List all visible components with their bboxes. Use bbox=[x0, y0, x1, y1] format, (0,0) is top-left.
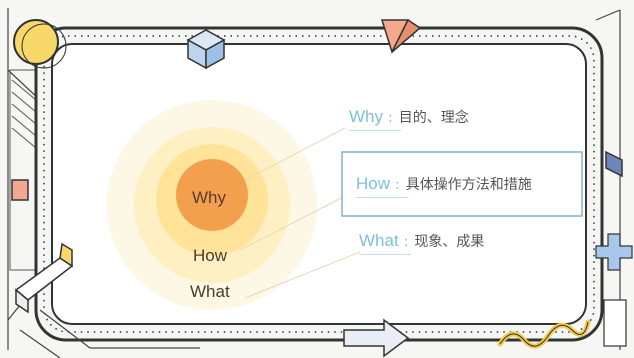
chevron-right-icon bbox=[605, 150, 623, 178]
what-connector-line bbox=[244, 251, 361, 299]
bottom-left-frame bbox=[19, 309, 200, 358]
bar-block-icon bbox=[14, 242, 74, 314]
small-square-icon bbox=[11, 179, 29, 201]
main-panel-dotted-border bbox=[43, 35, 595, 333]
center-how-label: How bbox=[193, 246, 228, 265]
bottom-right-block-icon bbox=[603, 299, 627, 347]
what-row-key: What bbox=[359, 231, 399, 250]
sun-ball-icon bbox=[13, 19, 67, 69]
why-connector-line bbox=[244, 127, 346, 181]
what-row-underline bbox=[359, 254, 411, 255]
why-row-underline bbox=[349, 130, 401, 131]
core-circle bbox=[176, 159, 248, 231]
how-connector-line bbox=[239, 195, 346, 251]
how-row-separator: : bbox=[395, 177, 400, 193]
why-row: Why: 目的、理念 bbox=[349, 107, 469, 127]
how-row-key: How bbox=[356, 174, 391, 193]
left-hatched-panel bbox=[9, 69, 39, 271]
why-row-key: Why bbox=[349, 107, 383, 126]
why-row-separator: : bbox=[388, 110, 393, 126]
how-row-underline bbox=[356, 197, 408, 198]
cube-icon bbox=[186, 29, 226, 70]
arrow-block-icon bbox=[343, 318, 410, 358]
pyramid-icon bbox=[380, 18, 422, 54]
how-row-description: 具体操作方法和措施 bbox=[405, 177, 532, 193]
why-row-description: 目的、理念 bbox=[398, 110, 469, 126]
what-row: What: 现象、成果 bbox=[359, 231, 484, 251]
how-row: How: 具体操作方法和措施 bbox=[356, 174, 532, 194]
center-why-label: Why bbox=[192, 188, 226, 207]
squiggle-icon bbox=[497, 319, 591, 349]
what-row-separator: : bbox=[403, 234, 409, 250]
what-row-description: 现象、成果 bbox=[414, 234, 485, 250]
plus-block-icon bbox=[595, 233, 633, 271]
how-highlight-box bbox=[341, 151, 583, 217]
center-what-label: What bbox=[190, 282, 230, 301]
